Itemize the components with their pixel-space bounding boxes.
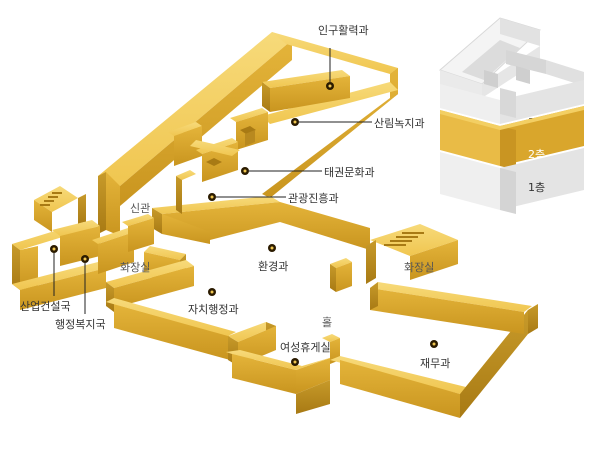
label-hall: 홀 [322, 316, 332, 329]
label-in-gu: 인구활력과 [318, 23, 369, 37]
floor-2-button[interactable]: 2층 [440, 106, 584, 170]
marker-jaemu[interactable]: 재무과 [420, 340, 450, 370]
marker-sanrim[interactable]: 산림녹지과 [291, 117, 425, 130]
label-saneop: 산업건설국 [20, 300, 71, 313]
label-restroom-left: 화장실 [120, 261, 150, 274]
label-sanrim: 산림녹지과 [374, 117, 425, 130]
label-jaemu: 재무과 [420, 357, 450, 370]
marker-gwangwang[interactable]: 관광진흥과 [208, 191, 339, 205]
label-jachi: 자치행정과 [188, 303, 239, 316]
label-gwangwang: 관광진흥과 [288, 191, 339, 205]
label-taekwon: 태권문화과 [324, 166, 375, 179]
marker-women-lounge[interactable]: 여성휴게실 [280, 341, 331, 366]
floor-selector: 3층 2층 1층 [439, 17, 584, 214]
label-restroom-right: 화장실 [404, 261, 434, 274]
label-women-lounge: 여성휴게실 [280, 341, 331, 354]
marker-taekwon[interactable]: 태권문화과 [241, 166, 375, 179]
floor-1-label: 1층 [528, 181, 545, 194]
floor-2-label: 2층 [528, 148, 545, 161]
marker-saneop[interactable]: 산업건설국 [20, 245, 71, 313]
label-hwangyeong: 환경과 [258, 260, 288, 273]
marker-hwangyeong[interactable]: 환경과 [258, 244, 288, 273]
marker-in-gu[interactable]: 인구활력과 [318, 23, 369, 90]
label-haengjeong: 행정복지국 [55, 318, 106, 331]
marker-haengjeong[interactable]: 행정복지국 [55, 255, 106, 331]
marker-jachi[interactable]: 자치행정과 [188, 288, 239, 316]
floor-1-button[interactable]: 1층 [440, 148, 584, 214]
label-singwan: 신관 [130, 202, 150, 215]
